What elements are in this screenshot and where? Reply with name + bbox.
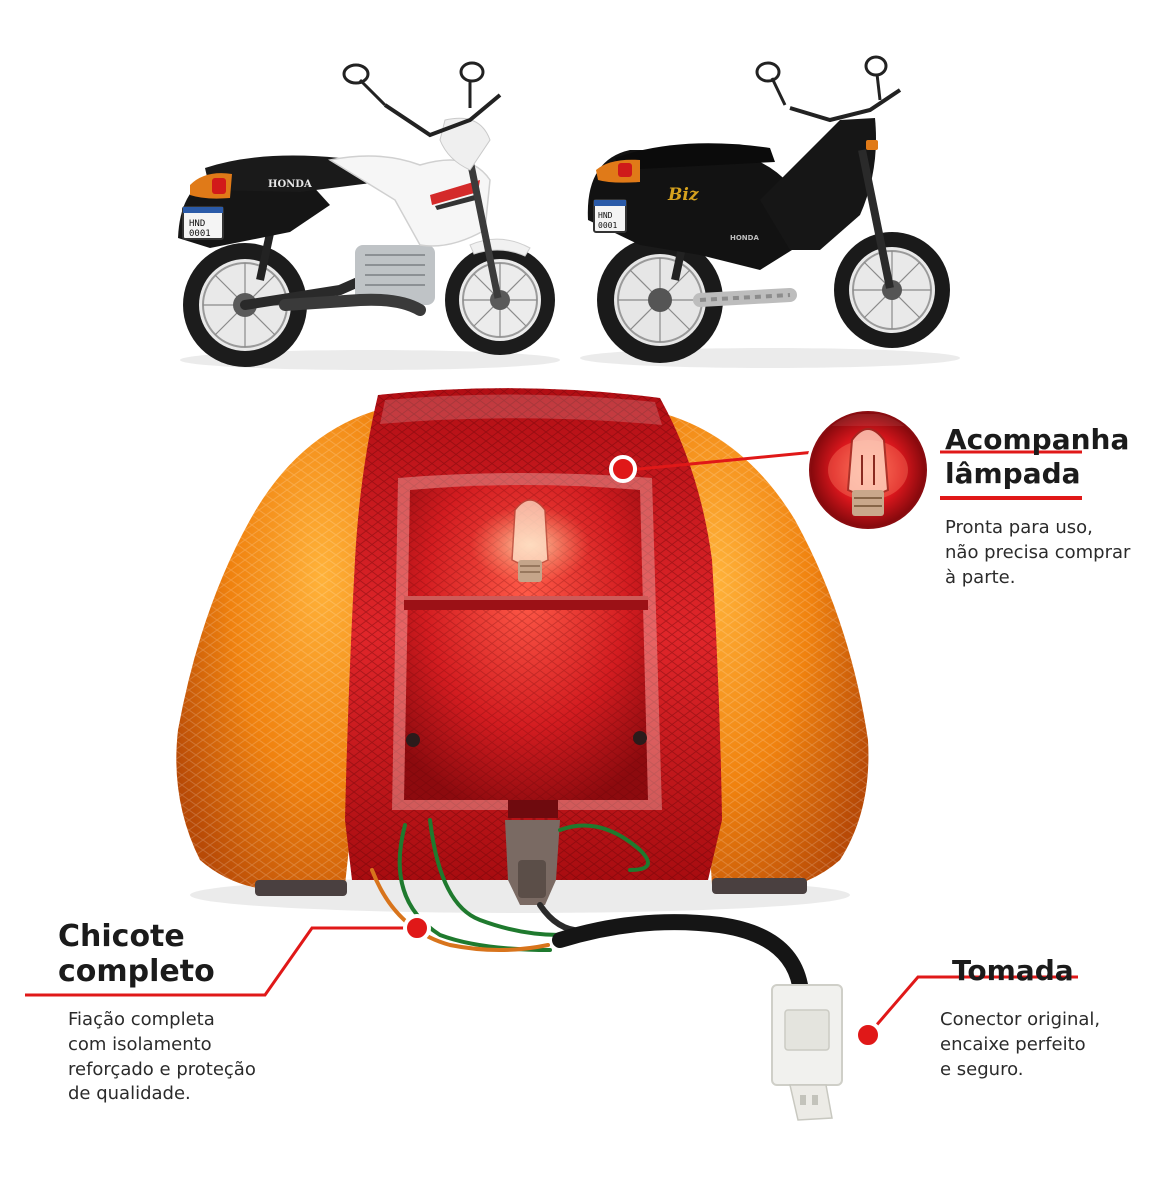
harness-callout-title-line1: Chicote	[58, 919, 185, 954]
motorcycle-black-brand-text: HONDA	[730, 234, 759, 242]
socket-marker-dot	[854, 1021, 882, 1049]
lamp-desc-line3: à parte.	[945, 566, 1016, 588]
harness-desc-line4: de qualidade.	[68, 1083, 191, 1105]
lamp-callout-description: Pronta para uso, não precisa comprar à p…	[945, 516, 1150, 590]
motorcycle-black-plate-line1: HND	[598, 211, 613, 220]
harness-callout-description: Fiação completa com isolamento reforçado…	[68, 1008, 288, 1107]
lamp-desc-line1: Pronta para uso,	[945, 517, 1093, 538]
motorcycle-black-model-text: Biz	[667, 185, 699, 205]
socket-callout-description: Conector original, encaixe perfeito e se…	[940, 1008, 1145, 1082]
motorcycle-white-plate-line2: 0001	[189, 229, 211, 239]
lamp-callout-title-line2: lâmpada	[945, 457, 1081, 491]
wiring-harness-image	[370, 818, 808, 993]
motorcycle-black-image	[580, 55, 960, 368]
lamp-callout: Acompanha lâmpada	[945, 423, 1145, 491]
lamp-marker-dot	[609, 455, 637, 483]
harness-desc-line2: com isolamento	[68, 1033, 212, 1055]
socket-desc-line3: e seguro.	[940, 1058, 1024, 1080]
lamp-zoom-bubble	[806, 408, 930, 532]
motorcycle-white-image	[178, 61, 560, 370]
socket-callout: Tomada	[952, 954, 1132, 987]
harness-marker-dot	[403, 914, 431, 942]
lamp-callout-title-line1: Acompanha	[945, 423, 1130, 456]
harness-desc-line3: reforçado e proteção	[68, 1058, 256, 1080]
harness-callout: Chicote completo	[58, 919, 278, 989]
motorcycle-white-plate-line1: HND	[189, 219, 205, 229]
socket-desc-line2: encaixe perfeito	[940, 1033, 1086, 1055]
callout-lines	[25, 450, 1082, 1036]
lamp-callout-underline	[940, 496, 1082, 500]
motorcycle-white-brand-text: HONDA	[268, 179, 312, 190]
socket-desc-line1: Conector original,	[940, 1009, 1101, 1030]
harness-callout-title-line2: completo	[58, 953, 215, 989]
lamp-desc-line2: não precisa comprar	[945, 541, 1131, 563]
socket-callout-title: Tomada	[952, 954, 1074, 987]
white-connector-image	[771, 984, 843, 1121]
motorcycle-black-plate-line2: 0001	[598, 221, 617, 230]
tail-light-image	[176, 388, 869, 913]
harness-desc-line1: Fiação completa	[68, 1009, 215, 1030]
